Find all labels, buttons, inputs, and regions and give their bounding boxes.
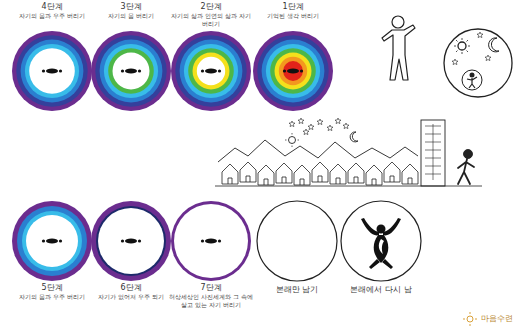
stage-circle: 3단계자기의 몸 버리기: [87, 2, 175, 113]
stage-caption: 자기의 몸과 우주 버리기: [8, 293, 96, 301]
stage-caption: 허상세상인 사진세계와 그 속에 살고 있는 자기 버리기: [167, 293, 255, 308]
stage-caption: 자기의 삶과 인연의 삶과 자기 버리기: [167, 12, 255, 29]
ring-circle: [251, 29, 335, 113]
stage-caption: 자기의 몸 버리기: [87, 12, 175, 29]
stage-circle: 1단계기억된 생각 버리기: [249, 2, 337, 113]
ring-circle: [169, 199, 253, 283]
ring-circle: [89, 199, 173, 283]
ring-circle: [10, 29, 94, 113]
seed-glyph: [42, 69, 62, 74]
stage-circle: 4단계자기의 몸과 우주 버리기: [8, 2, 96, 113]
stage-number: 7단계: [167, 283, 255, 293]
stage-label: 본래만 남기: [253, 285, 341, 295]
seed-glyph: [121, 69, 141, 74]
ring-circle: [10, 199, 94, 283]
stage-number: 2단계: [167, 2, 255, 12]
ring-circle: [89, 29, 173, 113]
stage-caption: 자기의 몸과 우주 버리기: [8, 12, 96, 29]
stage-number: 1단계: [249, 2, 337, 12]
seed-glyph: [201, 239, 221, 244]
ring-circle: [339, 199, 423, 283]
seed-glyph: [283, 69, 303, 74]
stage-circle: 본래에서 다시 남: [337, 199, 425, 295]
stage-circle: 2단계자기의 삶과 인연의 삶과 자기 버리기: [167, 2, 255, 113]
stage-circle: 6단계자기가 없어져 우주 되기: [87, 199, 175, 301]
stage-circle: 본래만 남기: [253, 199, 341, 295]
stage-circle: 5단계자기의 몸과 우주 버리기: [8, 199, 96, 301]
watermark: 마음수련: [481, 314, 513, 324]
cityscape: [215, 120, 482, 186]
reborn-figure: [361, 218, 401, 269]
ring-circle: [169, 29, 253, 113]
ring-circle: [255, 199, 339, 283]
stage-circle: 7단계허상세상인 사진세계와 그 속에 살고 있는 자기 버리기: [167, 199, 255, 308]
stage-label: 본래에서 다시 남: [337, 285, 425, 295]
seed-glyph: [121, 239, 141, 244]
seed-glyph: [42, 239, 62, 244]
stage-number: 6단계: [87, 283, 175, 293]
stage-caption: 기억된 생각 버리기: [249, 12, 337, 29]
stage-number: 4단계: [8, 2, 96, 12]
stage-number: 3단계: [87, 2, 175, 12]
universe-circle: [444, 29, 512, 97]
stars: [289, 118, 349, 135]
stage-caption: 자기가 없어져 우주 되기: [87, 293, 175, 301]
logo-icon: [463, 312, 477, 326]
seed-glyph: [201, 69, 221, 74]
human-outline: [382, 16, 415, 80]
stage-number: 5단계: [8, 283, 96, 293]
